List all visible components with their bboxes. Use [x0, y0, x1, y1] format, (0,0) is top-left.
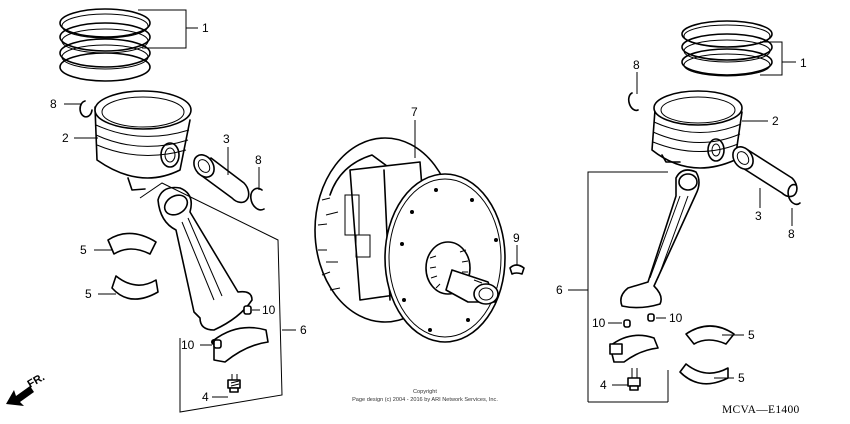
piston-pin-right[interactable] [729, 143, 798, 198]
callout-piston-ring-left: 1 [202, 21, 209, 35]
clip-left-top[interactable] [79, 100, 93, 118]
dowel-right-left[interactable] [623, 319, 631, 328]
callout-piston-pin-left: 3 [223, 132, 230, 146]
callout-dowel-left-upper: 10 [262, 303, 276, 317]
dowel-right-right[interactable] [647, 313, 655, 322]
callout-dowel-right-right: 10 [669, 311, 683, 325]
clip-left-pin[interactable] [250, 187, 265, 211]
rod-assembly-bracket-right [587, 171, 669, 403]
woodruff-key[interactable] [509, 264, 525, 275]
diagram-code: MCVA—E1400 [722, 404, 800, 416]
dowel-left-upper[interactable] [243, 305, 252, 315]
callout-clip-top-right: 8 [633, 58, 640, 72]
piston-rings-right[interactable] [681, 20, 773, 77]
connecting-rod-right[interactable] [609, 169, 700, 363]
callout-rod-assembly-left: 6 [300, 323, 307, 337]
clip-right-top[interactable] [627, 92, 639, 112]
piston-rings-left[interactable] [59, 8, 151, 82]
rod-assembly-bracket-left [139, 182, 283, 413]
leader-lines [64, 9, 796, 398]
crankshaft[interactable] [314, 137, 506, 343]
callout-bolt-right: 4 [600, 378, 607, 392]
bearing-right-lower[interactable] [679, 363, 729, 385]
front-arrow-icon [6, 386, 34, 406]
callout-clip-pin-left: 8 [255, 153, 262, 167]
callout-key: 9 [513, 231, 520, 245]
piston-right[interactable] [651, 90, 743, 169]
bolt-right[interactable] [627, 368, 641, 391]
callout-piston-pin-right: 3 [755, 209, 762, 223]
connecting-rod-left[interactable] [157, 186, 269, 363]
callout-rod-assembly-right: 6 [556, 283, 563, 297]
copyright-line-2: Page design (c) 2004 - 2016 by ARI Netwo… [352, 397, 498, 403]
callout-dowel-left-lower: 10 [181, 338, 195, 352]
callout-clip-top-left: 8 [50, 97, 57, 111]
callout-crankshaft: 7 [411, 105, 418, 119]
dowel-left-lower[interactable] [213, 339, 222, 349]
callout-bearing-upper-left: 5 [80, 243, 87, 257]
bearing-left-upper[interactable] [107, 232, 157, 255]
piston-pin-left[interactable] [190, 151, 250, 204]
callout-bearing-lower-left: 5 [85, 287, 92, 301]
callout-piston-left: 2 [62, 131, 69, 145]
piston-left[interactable] [94, 90, 192, 191]
callout-piston-ring-right: 1 [800, 56, 807, 70]
clip-right-pin[interactable] [787, 183, 801, 206]
callout-piston-right: 2 [772, 114, 779, 128]
callout-bearing-upper-right: 5 [748, 328, 755, 342]
copyright-line-1: Copyright [413, 389, 437, 395]
front-direction-indicator: FR. [6, 371, 47, 406]
bolt-left[interactable] [227, 374, 241, 393]
callout-bolt-left: 4 [202, 390, 209, 404]
bearing-right-upper[interactable] [685, 325, 735, 345]
direction-label: FR. [26, 371, 47, 390]
callout-bearing-lower-right: 5 [738, 371, 745, 385]
callout-dowel-right-left: 10 [592, 316, 606, 330]
bearing-left-lower[interactable] [111, 275, 159, 300]
callout-clip-pin-right: 8 [788, 227, 795, 241]
